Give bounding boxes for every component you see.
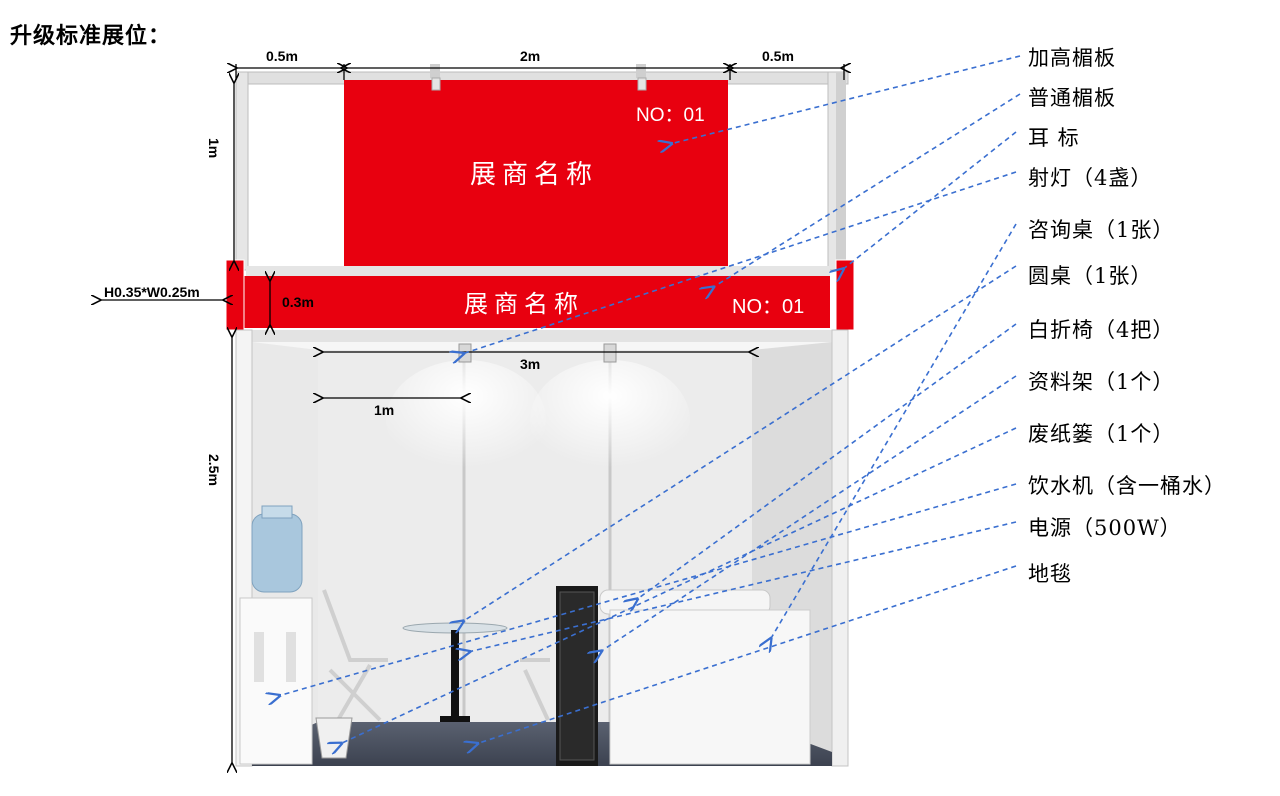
dimension-lines [100, 64, 844, 764]
legend-item: 射灯（4盏） [1028, 166, 1153, 190]
high-board-no: NO：01 [636, 105, 705, 126]
fascia-board [244, 276, 830, 328]
dim-top-right: 0.5m [762, 48, 794, 64]
folding-chairs [322, 589, 550, 722]
dim-spot-spacing: 1m [374, 402, 395, 418]
brochure-rack [556, 586, 598, 766]
page-title: 升级标准展位： [10, 24, 172, 49]
legend-item: 废纸篓（1个） [1028, 422, 1175, 446]
leader-lines [278, 55, 1021, 744]
dim-booth-height: 2.5m [206, 454, 222, 486]
ear-sign-right [835, 259, 855, 331]
fascia-top-rail [246, 266, 830, 278]
high-board-name: 展商名称 [470, 160, 599, 190]
waste-basket [315, 717, 353, 759]
consultation-desk [599, 589, 811, 765]
legend-item: 饮水机（含一桶水） [1028, 474, 1226, 498]
high-board [344, 80, 728, 266]
ear-sign-left [225, 259, 245, 331]
legend-item: 资料架（1个） [1028, 370, 1175, 394]
legend-item: 地毯 [1028, 562, 1072, 586]
legend-item: 普通楣板 [1028, 86, 1116, 110]
dim-high-board: 1m [206, 138, 222, 159]
legend-item: 加高楣板 [1028, 46, 1116, 70]
dim-top-middle: 2m [520, 48, 541, 64]
dim-normal-board: 0.3m [282, 294, 314, 310]
legend-item: 咨询桌（1张） [1028, 218, 1175, 242]
water-dispenser [239, 505, 313, 765]
dim-ear-sign: H0.35*W0.25m [104, 284, 200, 300]
legend-item: 白折椅（4把） [1028, 318, 1175, 342]
dim-top-left: 0.5m [266, 48, 298, 64]
fascia-no: NO：01 [732, 296, 805, 318]
legend-item: 电源（500W） [1028, 516, 1182, 540]
dim-booth-width: 3m [520, 356, 541, 372]
legend-item: 耳 标 [1028, 126, 1080, 150]
fascia-name: 展商名称 [464, 290, 584, 318]
legend-item: 圆桌（1张） [1028, 264, 1153, 288]
